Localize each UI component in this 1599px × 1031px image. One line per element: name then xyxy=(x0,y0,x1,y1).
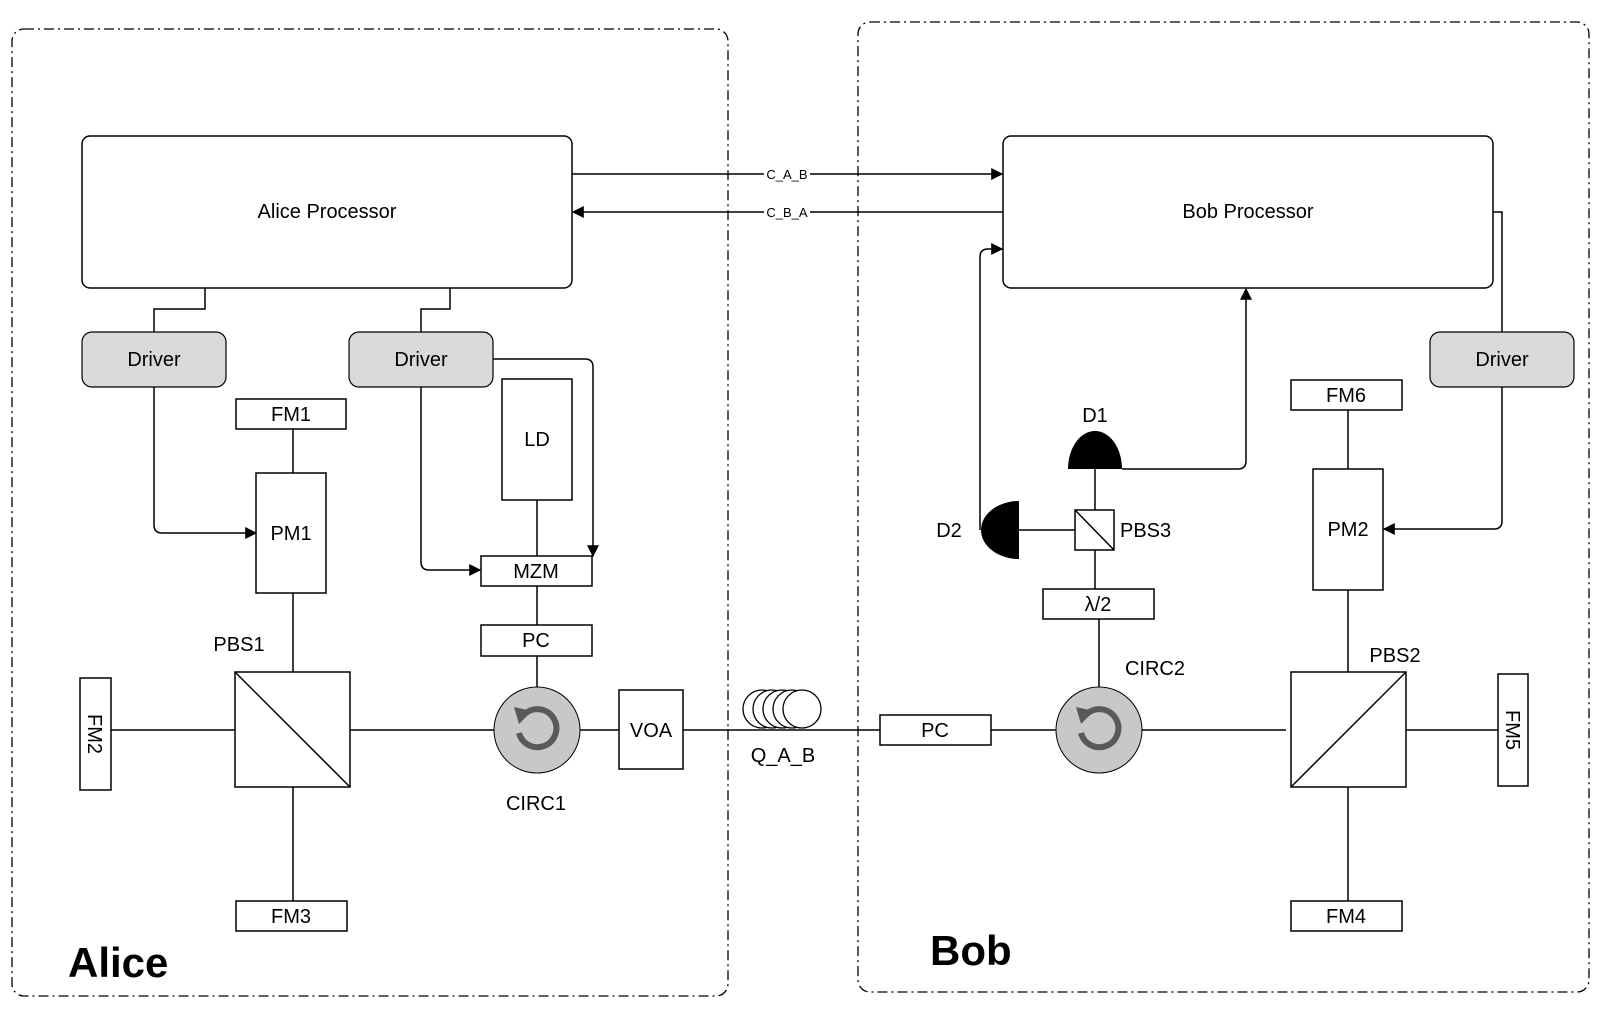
alice-pc-label: PC xyxy=(522,630,550,652)
alice-fm3 xyxy=(235,900,348,932)
alice-processor-label: Alice Processor xyxy=(258,201,397,223)
bob-pm2-label: PM2 xyxy=(1327,519,1368,541)
bob-circ2 xyxy=(1055,686,1143,774)
bob-title: Bob xyxy=(930,927,1012,974)
alice-fm2 xyxy=(79,677,112,791)
alice-fm1-label: FM1 xyxy=(271,404,311,426)
bob-d2-label: D2 xyxy=(936,520,962,542)
circulator-arrowhead-icon xyxy=(514,707,532,724)
alice-ld-label: LD xyxy=(524,429,550,451)
circulator-arrow-icon xyxy=(1078,706,1122,751)
alice-fm2-label: FM2 xyxy=(83,714,105,754)
bob-fm4-label: FM4 xyxy=(1326,906,1366,928)
bob-pbs2-label: PBS2 xyxy=(1369,645,1420,667)
alice-title: Alice xyxy=(68,939,168,986)
bob-half-wave-plate xyxy=(1042,588,1155,620)
bob-fm5-label: FM5 xyxy=(1501,710,1523,750)
bob-fm4 xyxy=(1290,900,1403,932)
bob-fm6 xyxy=(1290,379,1403,411)
bob-fm6-label: FM6 xyxy=(1326,385,1366,407)
alice-driver-1-label: Driver xyxy=(127,349,181,371)
alice-voa xyxy=(618,689,684,770)
alice-circ1 xyxy=(493,686,581,774)
fiber-spool-icon xyxy=(742,689,822,729)
circulator-arrow-icon xyxy=(516,706,560,751)
alice-pbs1-label: PBS1 xyxy=(213,634,264,656)
c-b-a-label: C_B_A xyxy=(766,205,808,220)
alice-ld xyxy=(501,378,573,501)
bob-fm5 xyxy=(1497,673,1529,787)
alice-pm1 xyxy=(255,472,327,594)
bob-region xyxy=(857,21,1590,993)
bob-circ2-label: CIRC2 xyxy=(1125,658,1185,680)
c-a-b-label: C_A_B xyxy=(766,167,807,182)
bob-d1-label: D1 xyxy=(1082,405,1108,427)
alice-driver-2-label: Driver xyxy=(394,349,448,371)
bob-driver-label: Driver xyxy=(1475,349,1529,371)
bob-pc-label: PC xyxy=(921,720,949,742)
alice-pm1-label: PM1 xyxy=(270,523,311,545)
alice-voa-label: VOA xyxy=(630,720,673,742)
alice-mzm-label: MZM xyxy=(513,561,559,583)
alice-fm1 xyxy=(235,398,347,430)
bob-processor-label: Bob Processor xyxy=(1182,201,1314,223)
alice-pc xyxy=(480,624,593,657)
bob-pbs3-label: PBS3 xyxy=(1120,520,1171,542)
bob-half-wave-label: λ/2 xyxy=(1085,594,1112,616)
bob-pm2 xyxy=(1312,468,1384,591)
alice-mzm xyxy=(480,555,593,587)
bob-d2-detector-icon xyxy=(981,501,1019,559)
q-a-b-label: Q_A_B xyxy=(751,745,815,767)
alice-region xyxy=(11,28,729,997)
alice-fm3-label: FM3 xyxy=(271,906,311,928)
bob-d1-detector-icon xyxy=(1068,431,1122,469)
alice-circ1-label: CIRC1 xyxy=(506,793,566,815)
circulator-arrowhead-icon xyxy=(1076,707,1094,724)
bob-pc xyxy=(879,714,992,746)
